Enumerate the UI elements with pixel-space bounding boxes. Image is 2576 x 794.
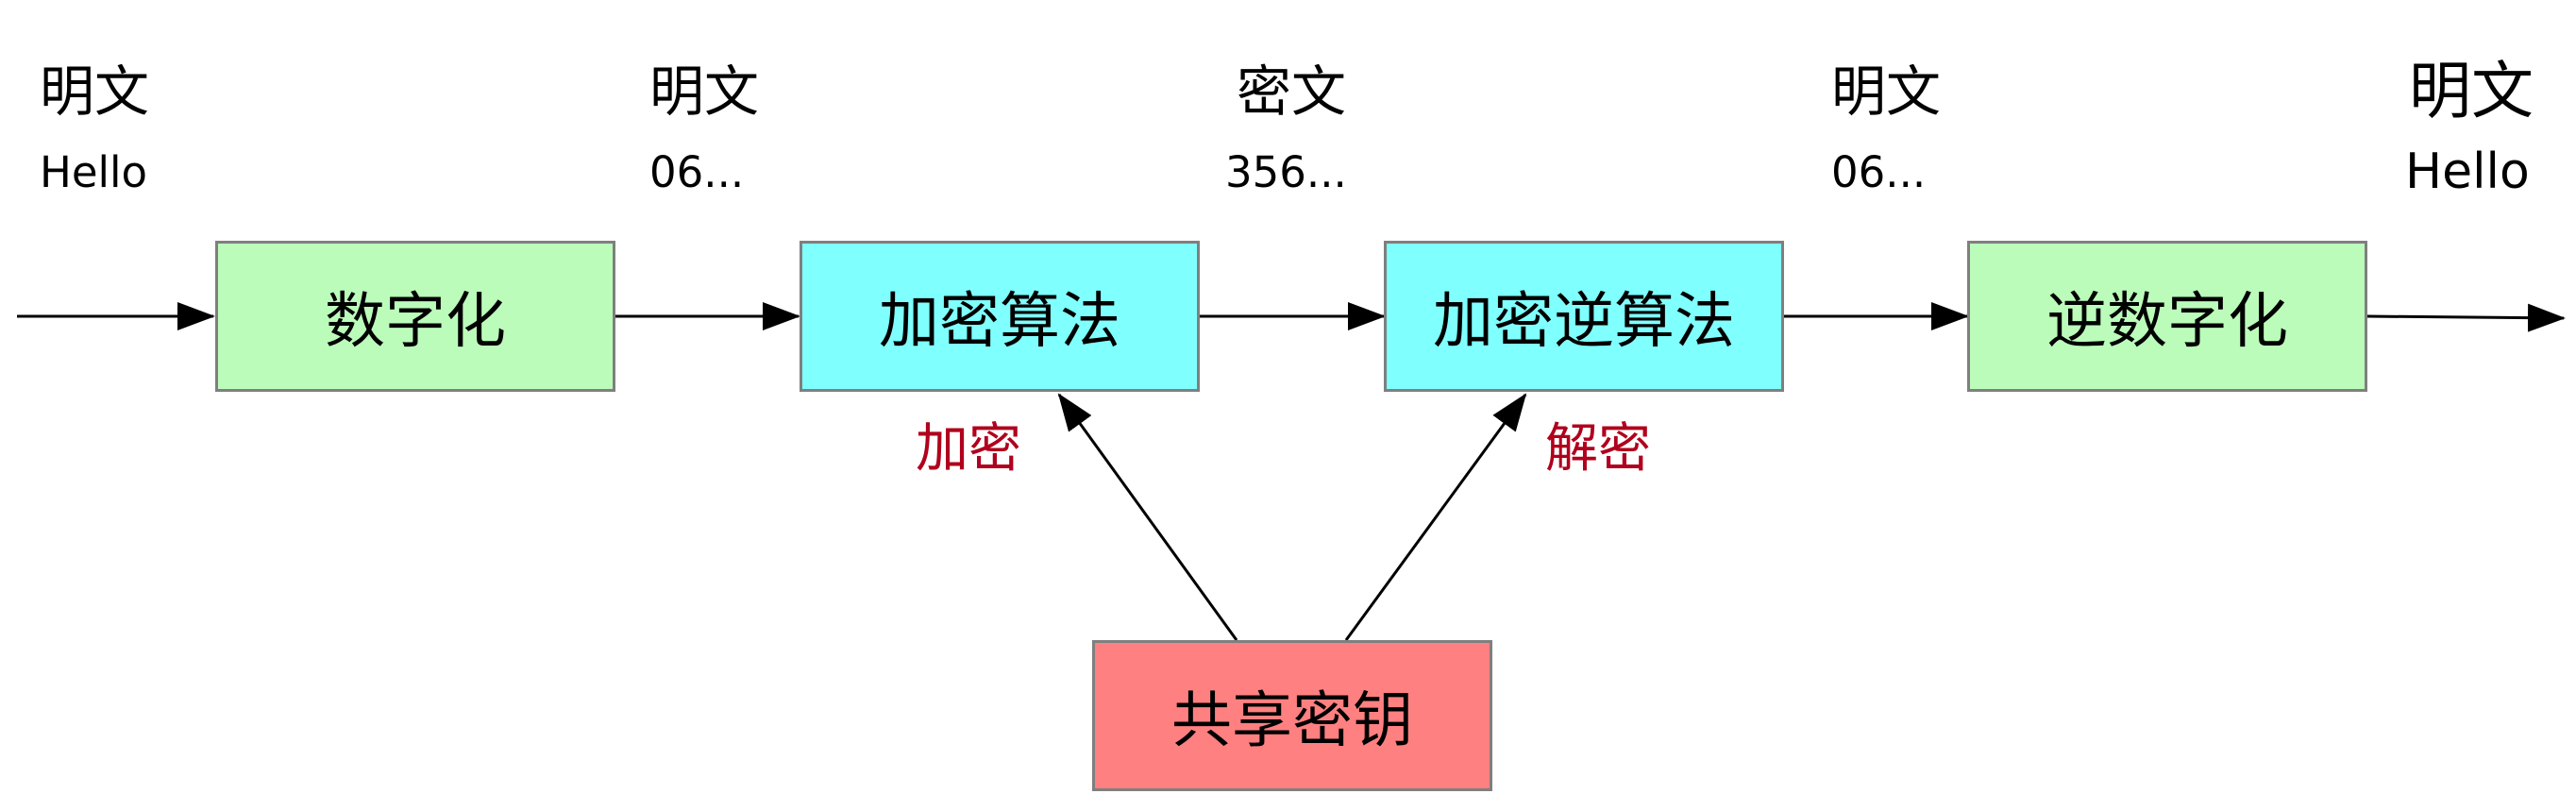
encrypt-label: 加密: [916, 418, 1021, 480]
shared-key-box: 共享密钥: [1092, 640, 1492, 791]
stage-3-value: 06...: [1831, 147, 1927, 197]
arrow-key-to-encrypt: [1057, 393, 1238, 641]
stage-0-title: 明文: [40, 59, 150, 124]
stage-3-title: 明文: [1831, 59, 1942, 124]
stage-1-value: 06...: [649, 147, 745, 197]
arrow-key-to-decrypt: [1344, 393, 1527, 641]
decrypt-algorithm-box: 加密逆算法: [1384, 241, 1784, 392]
decrypt-label: 解密: [1545, 418, 1651, 480]
digitize-box: 数字化: [215, 241, 615, 392]
undigitize-box: 逆数字化: [1967, 241, 2367, 392]
stage-1-title: 明文: [649, 59, 760, 124]
stage-0-value: Hello: [40, 147, 148, 197]
stage-4-title: 明文: [2409, 55, 2534, 127]
stage-4-value: Hello: [2405, 144, 2530, 200]
arrow-undigitize-to-output: [2366, 303, 2566, 332]
stage-2-title: 密文: [1237, 59, 1347, 124]
encrypt-algorithm-box: 加密算法: [800, 241, 1200, 392]
stage-2-value: 356...: [1225, 147, 1347, 197]
